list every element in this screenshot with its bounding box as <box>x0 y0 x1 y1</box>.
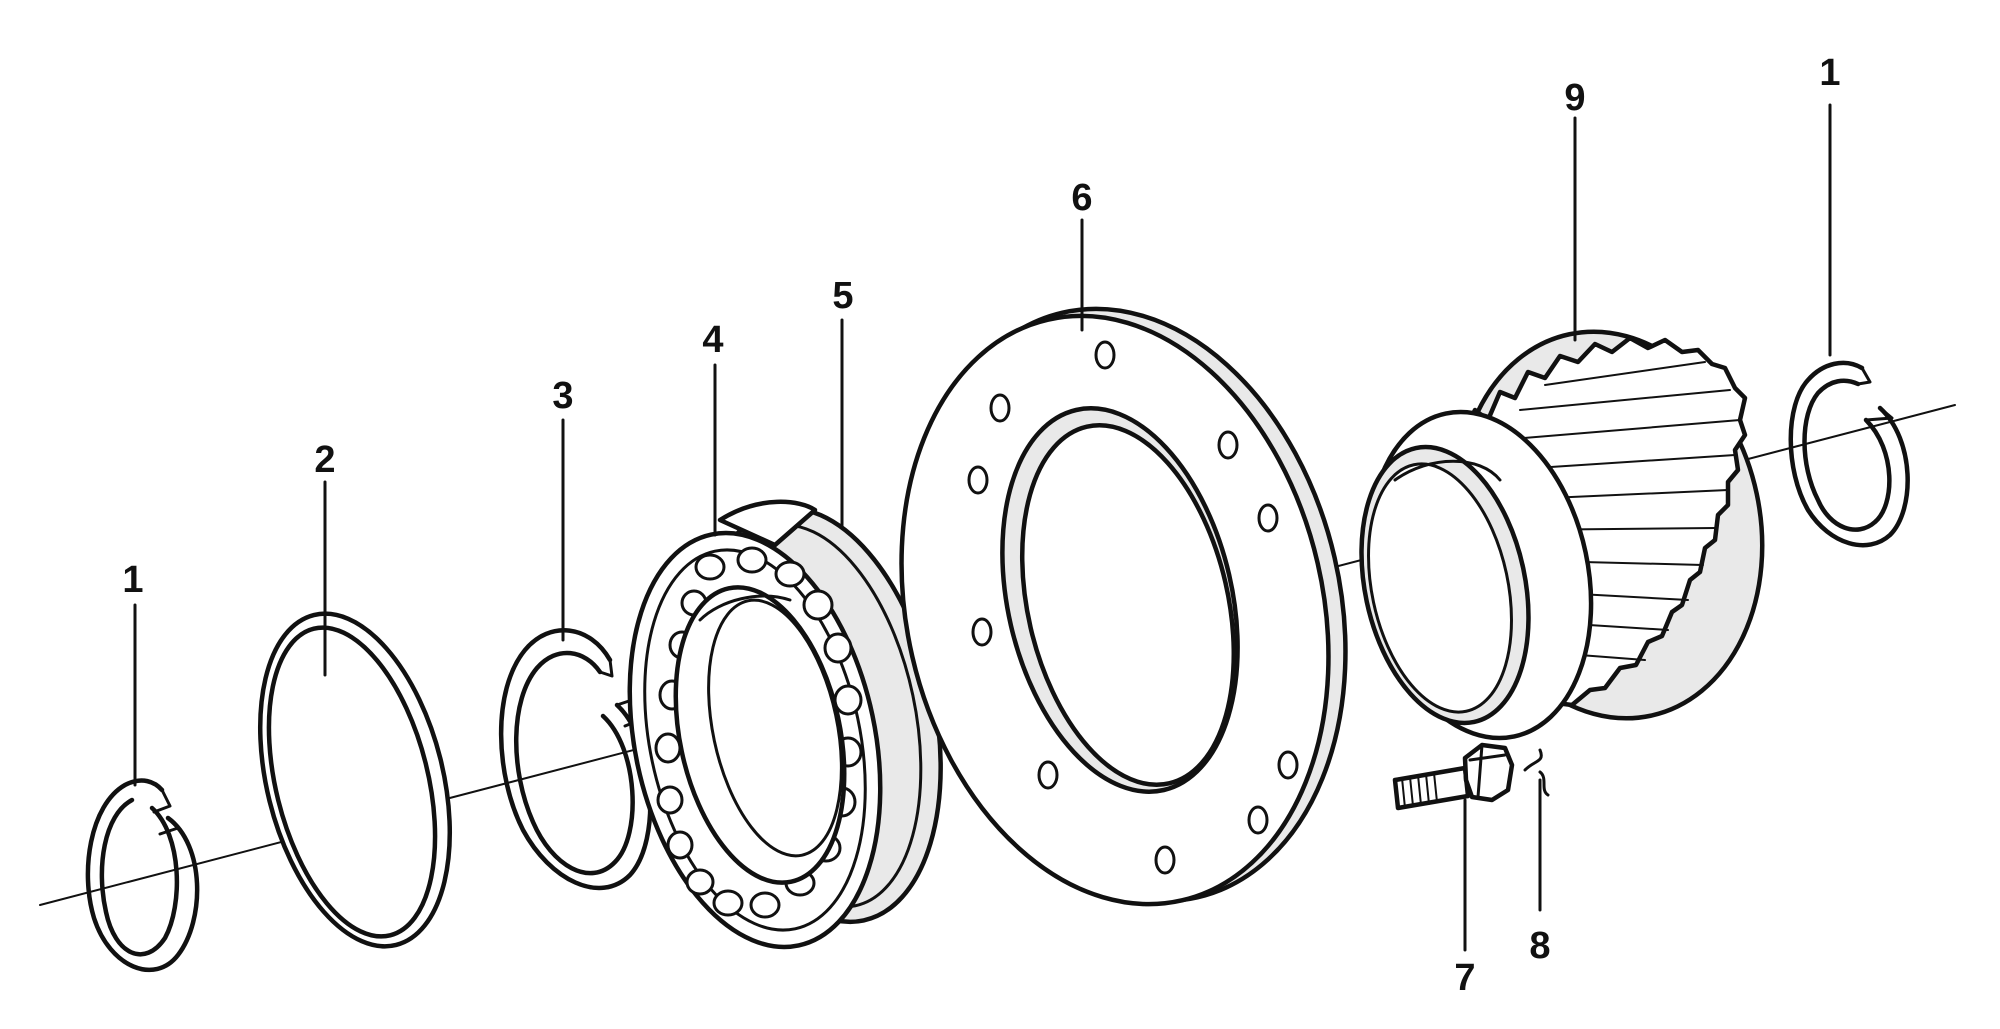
bolt-thread-lines <box>1401 772 1438 809</box>
callout-9: 9 <box>1564 77 1585 119</box>
callout-5: 5 <box>832 275 853 317</box>
snap-ring-left <box>85 778 200 973</box>
lock-washer <box>1523 748 1550 797</box>
callout-6: 6 <box>1071 177 1092 219</box>
roller-bearing <box>627 499 943 950</box>
retaining-ring <box>498 628 653 891</box>
shim-ring <box>257 611 453 949</box>
callout-3: 3 <box>552 375 573 417</box>
callout-1-right: 1 <box>1819 52 1840 94</box>
callout-7: 7 <box>1454 957 1475 999</box>
hex-bolt <box>1392 742 1515 811</box>
helical-gear <box>1359 329 1765 741</box>
callout-8: 8 <box>1529 925 1550 967</box>
flange-plate <box>899 306 1348 907</box>
callout-1-left: 1 <box>122 559 143 601</box>
flange-bolt-holes <box>967 340 1299 875</box>
callout-4: 4 <box>702 319 723 361</box>
snap-ring-right <box>1788 360 1910 548</box>
callout-2: 2 <box>314 439 335 481</box>
